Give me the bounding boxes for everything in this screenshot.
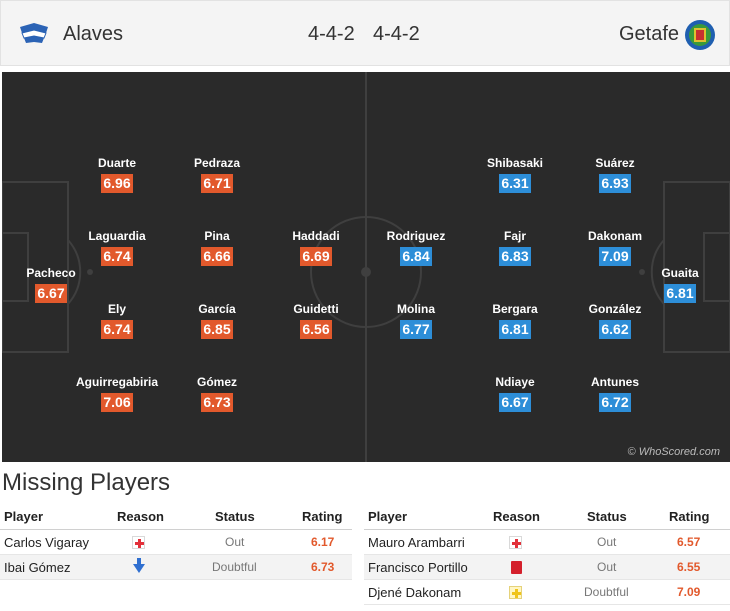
away-missing-table: Player Reason Status Rating Mauro Aramba… [364,504,730,605]
home-team-name[interactable]: Alaves [63,23,124,45]
home-missing-table: Player Reason Status Rating Carlos Vigar… [0,504,352,580]
player-name[interactable]: Francisco Portillo [368,560,468,575]
injury-icon [509,536,522,549]
player-rating: 6.55 [677,560,701,574]
col-status: Status [587,509,627,524]
player-status: Out [597,535,617,549]
watermark: © WhoScored.com [627,446,720,458]
player-name[interactable]: Mauro Arambarri [368,535,465,550]
player-status: Doubtful [584,585,629,599]
col-player: Player [368,509,408,524]
player-status: Out [597,560,617,574]
table-header: Player Reason Status Rating [364,504,730,530]
player-name[interactable]: Djené Dakonam [368,585,462,600]
player-rating: 7.09 [677,585,701,599]
red-card-icon [511,561,522,574]
table-row[interactable]: Djené Dakonam Doubtful 7.09 [364,580,730,605]
table-header: Player Reason Status Rating [0,504,352,530]
col-reason: Reason [493,509,540,524]
home-formation: 4-4-2 [308,23,355,45]
player-name[interactable]: Carlos Vigaray [4,535,90,550]
player-rating: 6.57 [677,535,701,549]
match-header: Alaves 4-4-2 4-4-2 Getafe [0,0,730,66]
col-reason: Reason [117,509,164,524]
alaves-crest-icon[interactable] [18,21,50,47]
col-status: Status [215,509,255,524]
player-name[interactable]: Ibai Gómez [4,560,71,575]
col-rating: Rating [669,509,710,524]
table-row[interactable]: Carlos Vigaray Out 6.17 [0,530,352,555]
injury-icon [132,536,145,549]
table-row[interactable]: Francisco Portillo Out 6.55 [364,555,730,580]
player-status: Out [225,535,245,549]
col-player: Player [4,509,44,524]
missing-players-title: Missing Players [2,469,171,496]
getafe-crest-icon[interactable] [684,18,716,52]
player-rating: 6.17 [311,535,335,549]
pitch-lines [2,72,730,462]
player-status: Doubtful [212,560,257,574]
player-rating: 6.73 [311,560,335,574]
doubtful-injury-icon [509,586,522,599]
table-row[interactable]: Ibai Gómez Doubtful 6.73 [0,555,352,580]
col-rating: Rating [302,509,343,524]
away-formation: 4-4-2 [373,23,420,45]
table-row[interactable]: Mauro Arambarri Out 6.57 [364,530,730,555]
down-arrow-icon [133,558,145,573]
away-team-name[interactable]: Getafe [618,23,679,45]
